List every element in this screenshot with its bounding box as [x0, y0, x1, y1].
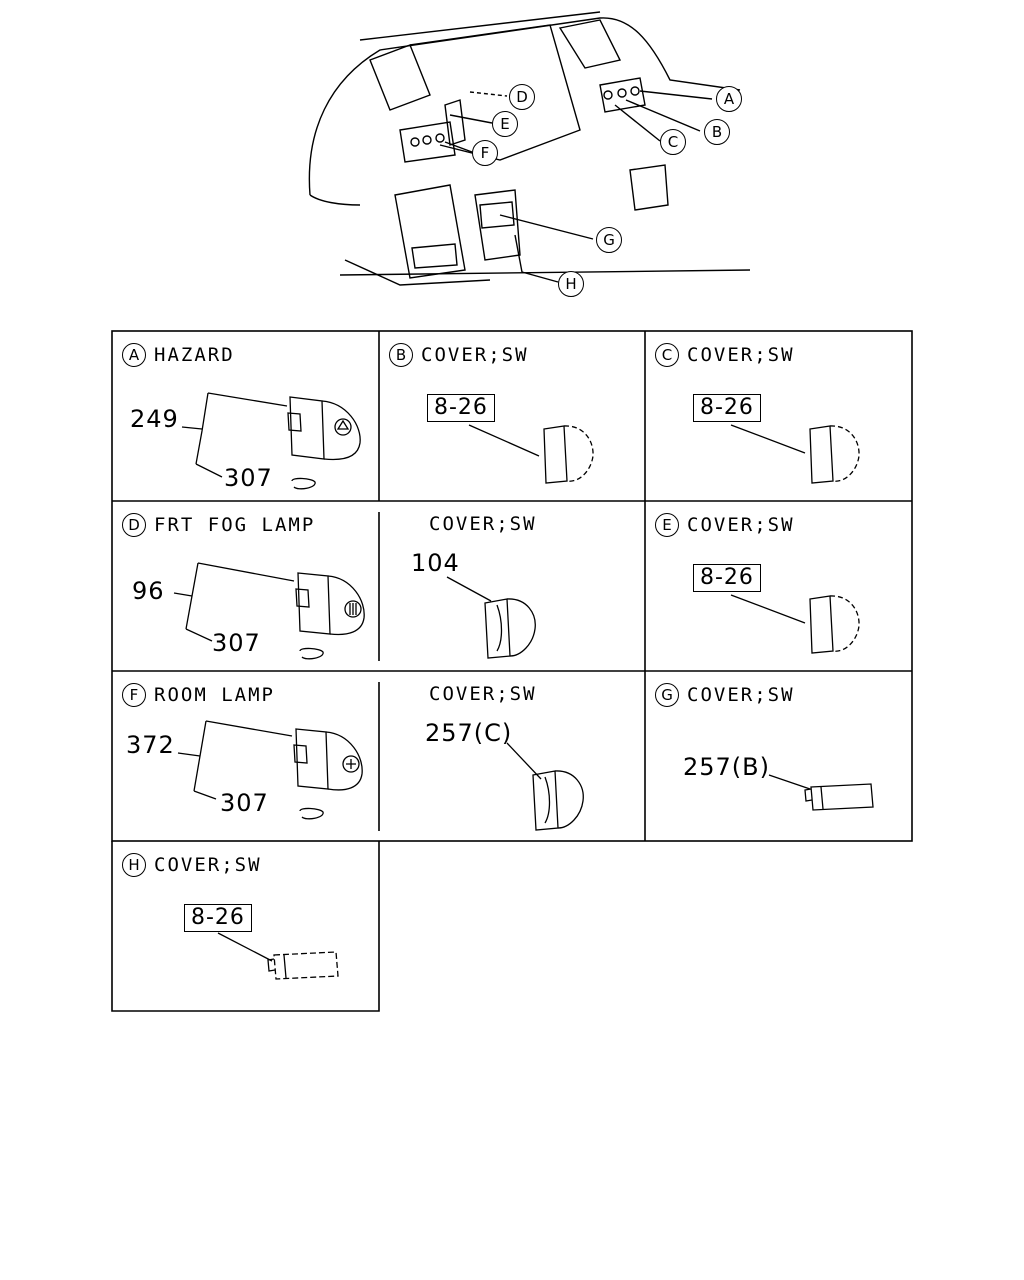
- cell-letter: G: [655, 683, 679, 707]
- part-number-257b: 257(B): [683, 753, 770, 781]
- part-number-307: 307: [224, 464, 273, 492]
- fog-lamp-switch-drawing: [173, 562, 365, 660]
- page-reference: 8-26: [184, 904, 252, 932]
- cell-letter: A: [122, 343, 146, 367]
- part-number-96: 96: [132, 577, 165, 605]
- cell-title: G COVER;SW: [655, 683, 795, 707]
- cell-cover-sw-b: B COVER;SW 8-26: [379, 331, 645, 501]
- dashboard-overview-illustration: A B C D E F G H: [300, 10, 760, 305]
- cell-frt-fog-lamp: D FRT FOG LAMP 96 307: [112, 501, 379, 671]
- cell-title-text: COVER;SW: [687, 344, 795, 366]
- part-number-307: 307: [220, 789, 269, 817]
- part-number-104: 104: [411, 549, 460, 577]
- cell-letter: B: [389, 343, 413, 367]
- callout-b: B: [704, 119, 730, 145]
- callout-a: A: [716, 86, 742, 112]
- cell-letter: F: [122, 683, 146, 707]
- cell-letter: H: [122, 853, 146, 877]
- switch-cover-drawing: [730, 424, 860, 484]
- switch-cover-drawing: [730, 594, 860, 654]
- cell-cover-sw-d: COVER;SW 104: [379, 501, 645, 671]
- part-number-257c: 257(C): [425, 719, 513, 747]
- cell-title-text: COVER;SW: [429, 513, 537, 535]
- cell-title-text: COVER;SW: [687, 514, 795, 536]
- callout-c: C: [660, 129, 686, 155]
- cell-title-text: HAZARD: [154, 344, 235, 366]
- cell-cover-sw-g: G COVER;SW 257(B): [645, 671, 912, 841]
- page-reference: 8-26: [693, 394, 761, 422]
- room-lamp-switch-drawing: [177, 720, 363, 820]
- part-number-249: 249: [130, 405, 179, 433]
- cell-title: E COVER;SW: [655, 513, 795, 537]
- page-reference: 8-26: [427, 394, 495, 422]
- callout-e: E: [492, 111, 518, 137]
- cell-title: D FRT FOG LAMP: [122, 513, 315, 537]
- callout-g: G: [596, 227, 622, 253]
- cell-cover-sw-h: H COVER;SW 8-26: [112, 841, 379, 1011]
- cell-title: B COVER;SW: [389, 343, 529, 367]
- cell-title: A HAZARD: [122, 343, 235, 367]
- switch-cover-drawing: [217, 932, 339, 980]
- cell-letter: E: [655, 513, 679, 537]
- cell-title-text: FRT FOG LAMP: [154, 514, 316, 536]
- cell-title: COVER;SW: [429, 683, 537, 705]
- cell-title-text: ROOM LAMP: [154, 684, 275, 706]
- page-reference: 8-26: [693, 564, 761, 592]
- cell-title: H COVER;SW: [122, 853, 262, 877]
- callout-d: D: [509, 84, 535, 110]
- cell-hazard: A HAZARD 249 307: [112, 331, 379, 501]
- callout-h: H: [558, 271, 584, 297]
- part-number-307: 307: [212, 629, 261, 657]
- hazard-switch-drawing: [181, 392, 361, 490]
- cell-title: F ROOM LAMP: [122, 683, 275, 707]
- cell-title-text: COVER;SW: [154, 854, 262, 876]
- cell-cover-sw-f: COVER;SW 257(C): [379, 671, 645, 841]
- switch-cover-drawing: [506, 742, 584, 831]
- cell-room-lamp: F ROOM LAMP 372 307: [112, 671, 379, 841]
- cell-title-text: COVER;SW: [687, 684, 795, 706]
- switch-cover-drawing: [446, 576, 536, 659]
- cell-title-text: COVER;SW: [429, 683, 537, 705]
- cell-cover-sw-c: C COVER;SW 8-26: [645, 331, 912, 501]
- cell-title: C COVER;SW: [655, 343, 795, 367]
- switch-cover-drawing: [768, 774, 874, 811]
- part-number-372: 372: [126, 731, 175, 759]
- cell-letter: C: [655, 343, 679, 367]
- callout-f: F: [472, 140, 498, 166]
- cell-title-text: COVER;SW: [421, 344, 529, 366]
- cell-cover-sw-e: E COVER;SW 8-26: [645, 501, 912, 671]
- cell-letter: D: [122, 513, 146, 537]
- cell-title: COVER;SW: [429, 513, 537, 535]
- switch-cover-drawing: [468, 424, 594, 484]
